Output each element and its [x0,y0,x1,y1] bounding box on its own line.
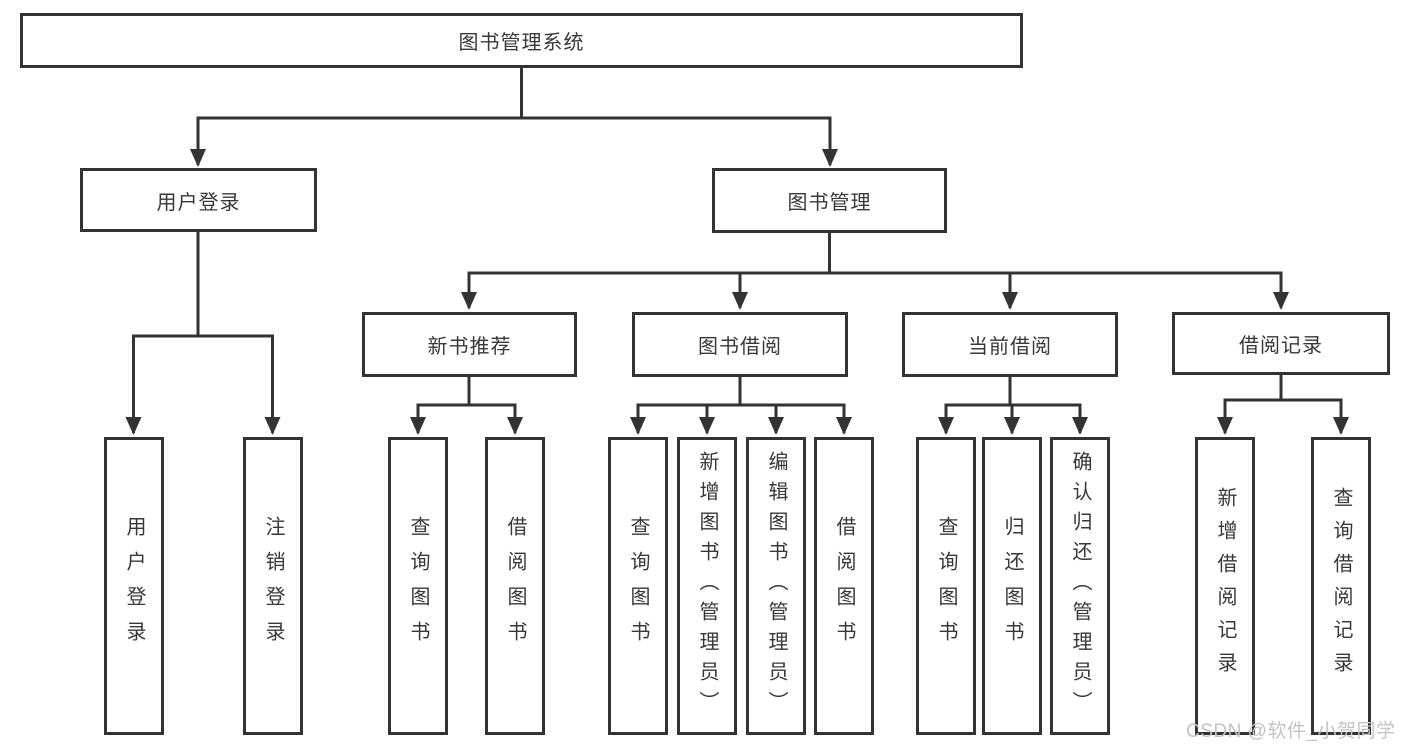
node-user-login-label: 用户登录 [156,191,241,214]
node-root-label: 图书管理系统 [458,32,585,54]
node-current-borrow-label: 当前借阅 [968,336,1052,358]
leaf-borrow-books-recommend-label: 借阅图书 [504,516,526,656]
node-new-book-recommend: 新书推荐 [362,312,577,377]
leaf-add-borrow-record-label: 新增借阅记录 [1214,487,1236,685]
leaf-add-book-admin: 新增图书（管理员） [677,437,737,735]
node-current-borrow: 当前借阅 [902,312,1118,377]
node-book-borrow-label: 图书借阅 [698,336,782,358]
leaf-query-borrow-record: 查询借阅记录 [1311,437,1371,735]
leaf-edit-book-admin-label: 编辑图书（管理员） [765,451,787,721]
node-new-book-recommend-label: 新书推荐 [427,336,512,358]
connector-arrows [125,118,1349,435]
leaf-return-books-label: 归还图书 [1001,516,1023,656]
node-book-management: 图书管理 [712,168,947,233]
leaf-confirm-return-admin: 确认归还（管理员） [1050,437,1110,735]
leaf-edit-book-admin: 编辑图书（管理员） [746,437,806,735]
leaf-user-login: 用户登录 [104,437,164,735]
watermark: CSDN @软件_小贺同学 [1186,721,1396,742]
leaf-add-book-admin-label: 新增图书（管理员） [696,451,718,721]
leaf-query-books-recommend-label: 查询图书 [407,516,429,656]
leaf-query-books-current: 查询图书 [916,437,976,735]
leaf-borrow-books-recommend: 借阅图书 [485,437,545,735]
node-root: 图书管理系统 [20,13,1023,68]
leaf-confirm-return-admin-label: 确认归还（管理员） [1069,451,1091,721]
leaf-query-books-current-label: 查询图书 [935,516,957,656]
leaf-borrow-books-2: 借阅图书 [814,437,874,735]
leaf-user-login-label: 用户登录 [123,516,145,656]
leaf-query-books-borrow-label: 查询图书 [627,516,649,656]
leaf-return-books: 归还图书 [982,437,1042,735]
node-book-borrow: 图书借阅 [632,312,848,377]
leaf-add-borrow-record: 新增借阅记录 [1195,437,1255,735]
leaf-logout: 注销登录 [243,437,303,735]
node-borrow-records-label: 借阅记录 [1239,335,1323,357]
leaf-query-borrow-record-label: 查询借阅记录 [1330,487,1352,685]
node-user-login: 用户登录 [80,168,317,232]
leaf-query-books-borrow: 查询图书 [608,437,668,735]
leaf-borrow-books-2-label: 借阅图书 [833,516,855,656]
leaf-logout-label: 注销登录 [262,516,284,656]
node-borrow-records: 借阅记录 [1172,312,1390,375]
leaf-query-books-recommend: 查询图书 [388,437,448,735]
node-book-management-label: 图书管理 [787,192,872,214]
